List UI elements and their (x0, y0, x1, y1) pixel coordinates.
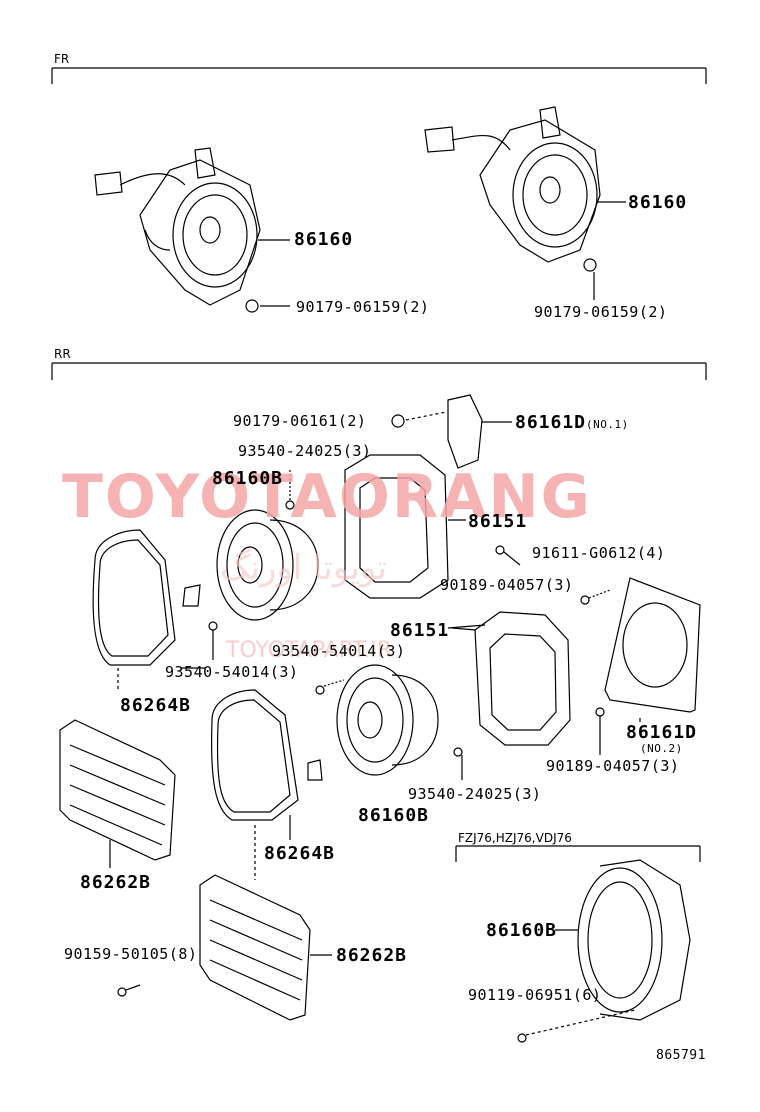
label-fr-nut-left: 90179-06159(2) (296, 298, 430, 316)
label-rr-screw-lower: 93540-24025(3) (408, 785, 542, 803)
rr-bracket-top (391, 394, 512, 469)
rr-spacer-top (344, 454, 466, 599)
label-fr-speaker-right: 86160 (628, 192, 688, 213)
label-rr-bracket-top-note: (NO.1) (586, 418, 629, 431)
label-rr-panel-left: 86262B (80, 872, 152, 893)
diagram-id: 865791 (656, 1048, 706, 1063)
label-rr-screw-left: 93540-54014(3) (165, 663, 299, 681)
label-rr-spacer-top: 86151 (468, 511, 528, 532)
section-label-variant: FZJ76,HZJ76,VDJ76 (458, 831, 572, 845)
rr-bracket-lower (604, 577, 701, 713)
variant-speaker (555, 859, 691, 1021)
label-rr-clip-right: 91611-G0612(4) (532, 544, 666, 562)
label-rr-screw-top: 93540-24025(3) (238, 442, 372, 460)
fr-nut-left (245, 299, 290, 313)
label-rr-panel-lower: 86262B (336, 945, 408, 966)
variant-section-frame (455, 845, 701, 862)
rr-grille-top (92, 529, 176, 692)
label-rr-clip-top: 90189-04057(3) (440, 576, 574, 594)
label-rr-speaker-lower: 86160B (358, 805, 430, 826)
fr-speaker-left (94, 147, 261, 306)
label-rr-bracket-lower: 86161D (626, 722, 698, 743)
fr-nut-right (583, 258, 597, 300)
watermark-persian: تویوتا اورنگ (220, 548, 387, 588)
fr-leader-lines (258, 201, 626, 241)
label-fr-speaker-left: 86160 (294, 229, 354, 250)
label-rr-bracket-top: 86161D (515, 412, 587, 433)
rr-panel-left (59, 719, 176, 868)
label-rr-speaker-top: 86160B (212, 468, 284, 489)
label-rr-screw-panel: 90159-50105(8) (64, 945, 198, 963)
watermark-main: TOYOTAORANG (62, 462, 592, 532)
rr-speaker-lower (307, 664, 439, 781)
section-label-rear: RR (54, 347, 71, 361)
label-rr-spacer-lower: 86151 (390, 620, 450, 641)
label-variant-screw: 90119-06951(6) (468, 986, 602, 1004)
watermark-site: TOYOTAPART.IR (226, 638, 393, 663)
label-rr-grille-lower: 86264B (264, 843, 336, 864)
rr-speaker-top (182, 509, 319, 621)
fr-speaker-right (424, 106, 601, 263)
rr-panel-lower (199, 874, 332, 1021)
label-variant-speaker: 86160B (486, 920, 558, 941)
section-label-front: FR (54, 52, 70, 66)
label-rr-bracket-lower-note: (NO.2) (640, 742, 683, 755)
label-rr-grille-top: 86264B (120, 695, 192, 716)
label-fr-nut-right: 90179-06159(2) (534, 303, 668, 321)
rr-spacer-lower (451, 611, 571, 746)
rr-section-frame (51, 362, 707, 380)
rr-screws (117, 470, 636, 1043)
label-rr-screw-mid: 93540-54014(3) (272, 642, 406, 660)
rr-grille-lower (211, 689, 299, 880)
label-rr-nut: 90179-06161(2) (233, 412, 367, 430)
rr-leader-lines (180, 624, 641, 722)
label-rr-clip-lower: 90189-04057(3) (546, 757, 680, 775)
fr-section-frame (51, 67, 707, 84)
